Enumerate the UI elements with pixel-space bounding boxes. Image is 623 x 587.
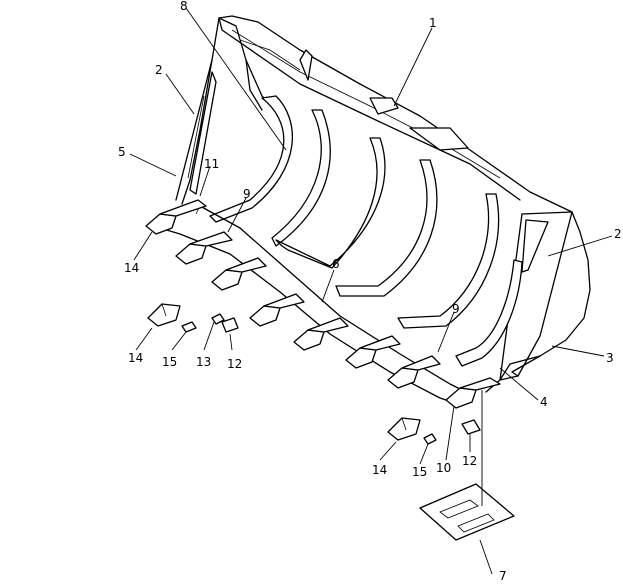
lock-left — [211, 313, 225, 325]
left-side-cutter — [187, 71, 217, 195]
leader-lines — [129, 7, 613, 575]
callout-4: 4 — [540, 395, 548, 409]
callout-7: 7 — [499, 569, 507, 582]
bucket-liner-strips — [209, 95, 523, 367]
pin-right — [423, 433, 437, 445]
tooth-2 — [175, 231, 233, 265]
callout-5: 5 — [118, 145, 126, 159]
callout-8: 8 — [180, 0, 188, 13]
retainer-right — [461, 419, 481, 435]
tooth-8 — [445, 377, 501, 409]
tooth-3 — [211, 257, 267, 291]
spare-tooth-left — [147, 303, 181, 327]
callout-13: 13 — [196, 355, 211, 369]
tooth-7 — [387, 355, 441, 389]
callout-2-left: 2 — [155, 63, 163, 77]
callout-12-right: 12 — [462, 454, 477, 468]
callout-15-left: 15 — [162, 355, 177, 369]
pin-left — [181, 321, 197, 333]
teeth-row — [145, 199, 501, 409]
wear-plate — [419, 483, 515, 541]
callout-12-left: 12 — [227, 357, 242, 371]
callout-14-mid: 14 — [128, 351, 143, 365]
callout-9-right: 9 — [452, 302, 460, 316]
callout-15-right: 15 — [412, 465, 427, 479]
callout-3: 3 — [606, 351, 614, 365]
loose-parts-right — [387, 417, 481, 445]
tooth-5 — [293, 317, 349, 351]
tooth-6 — [345, 335, 401, 369]
callout-14-bottom: 14 — [372, 463, 387, 477]
tooth-1 — [145, 199, 207, 235]
retainer-left — [221, 317, 239, 333]
tooth-4 — [249, 293, 305, 327]
loose-parts-left — [147, 303, 239, 333]
callout-9-left: 9 — [243, 187, 251, 201]
spare-tooth-right — [387, 417, 421, 441]
callout-11: 11 — [204, 157, 219, 171]
callout-6: 6 — [332, 257, 340, 271]
callout-14-top: 14 — [124, 261, 139, 275]
callout-labels: 1 2 2 3 4 5 6 7 8 9 9 10 11 12 12 13 14 … — [118, 0, 622, 583]
right-side-plate — [485, 211, 591, 393]
left-side-plate — [175, 17, 277, 205]
callout-2-right: 2 — [614, 227, 622, 241]
callout-1: 1 — [429, 16, 437, 30]
callout-10: 10 — [436, 461, 451, 475]
bucket-top-plate — [218, 15, 573, 213]
